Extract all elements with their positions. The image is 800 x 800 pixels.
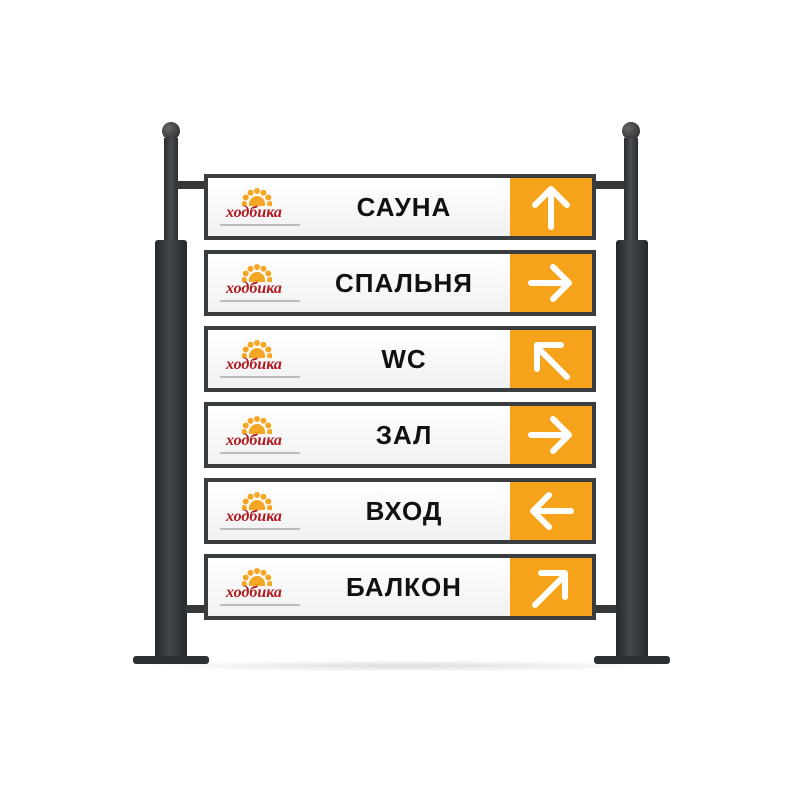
sun-logo-icon	[242, 492, 272, 510]
sign-panel: ходбика ВХОД	[204, 478, 596, 544]
brand-logo: ходбика	[220, 414, 300, 458]
sign-panel: ходбика ЗАЛ	[204, 402, 596, 468]
arrow-block	[510, 330, 592, 388]
arrow-block	[510, 178, 592, 236]
right-post	[616, 240, 648, 660]
sign-panel: ходбика СПАЛЬНЯ	[204, 250, 596, 316]
logo-tagline	[220, 376, 300, 378]
brand-logo: ходбика	[220, 566, 300, 610]
sign-label: САУНА	[356, 191, 452, 222]
logo-text: ходбика	[226, 584, 282, 601]
sign-face: ходбика САУНА	[208, 178, 592, 236]
logo-tagline	[220, 300, 300, 302]
logo-tagline	[220, 452, 300, 454]
sign-label: ЗАЛ	[375, 419, 433, 450]
logo-tagline	[220, 224, 300, 226]
arrow-block	[510, 558, 592, 616]
left-post-top	[164, 138, 178, 248]
logo-text: ходбика	[226, 508, 282, 525]
sun-logo-icon	[242, 340, 272, 358]
sign-label: WC	[381, 343, 427, 374]
left-post-base	[133, 656, 209, 664]
brand-logo: ходбика	[220, 186, 300, 230]
arrow-up-icon	[532, 186, 570, 230]
sign-label: СПАЛЬНЯ	[335, 267, 473, 298]
arrow-right-icon	[528, 416, 572, 454]
left-post-finial	[162, 122, 180, 140]
floor-shadow	[140, 660, 670, 672]
sign-panel: ходбика САУНА	[204, 174, 596, 240]
left-post	[155, 240, 187, 660]
brand-logo: ходбика	[220, 338, 300, 382]
sign-face: ходбика ЗАЛ	[208, 406, 592, 464]
sign-label: ВХОД	[365, 495, 443, 526]
logo-text: ходбика	[226, 356, 282, 373]
arrow-up-left-icon	[534, 342, 570, 380]
sign-panel: ходбика WC	[204, 326, 596, 392]
sign-face: ходбика БАЛКОН	[208, 558, 592, 616]
right-post-base	[594, 656, 670, 664]
logo-tagline	[220, 604, 300, 606]
arrow-left-icon	[530, 492, 574, 530]
sun-logo-icon	[242, 568, 272, 586]
logo-tagline	[220, 528, 300, 530]
right-post-top	[624, 138, 638, 248]
sign-panel: ходбика БАЛКОН	[204, 554, 596, 620]
sun-logo-icon	[242, 416, 272, 434]
arrow-block	[510, 482, 592, 540]
arrow-block	[510, 406, 592, 464]
sign-face: ходбика ВХОД	[208, 482, 592, 540]
arrow-block	[510, 254, 592, 312]
sign-face: ходбика WC	[208, 330, 592, 388]
brand-logo: ходбика	[220, 262, 300, 306]
sun-logo-icon	[242, 188, 272, 206]
sun-logo-icon	[242, 264, 272, 282]
brand-logo: ходбика	[220, 490, 300, 534]
right-post-finial	[622, 122, 640, 140]
sign-label: БАЛКОН	[346, 571, 462, 602]
logo-text: ходбика	[226, 204, 282, 221]
logo-text: ходбика	[226, 432, 282, 449]
logo-text: ходбика	[226, 280, 282, 297]
sign-face: ходбика СПАЛЬНЯ	[208, 254, 592, 312]
arrow-right-icon	[528, 264, 572, 302]
arrow-up-right-icon	[532, 570, 568, 608]
